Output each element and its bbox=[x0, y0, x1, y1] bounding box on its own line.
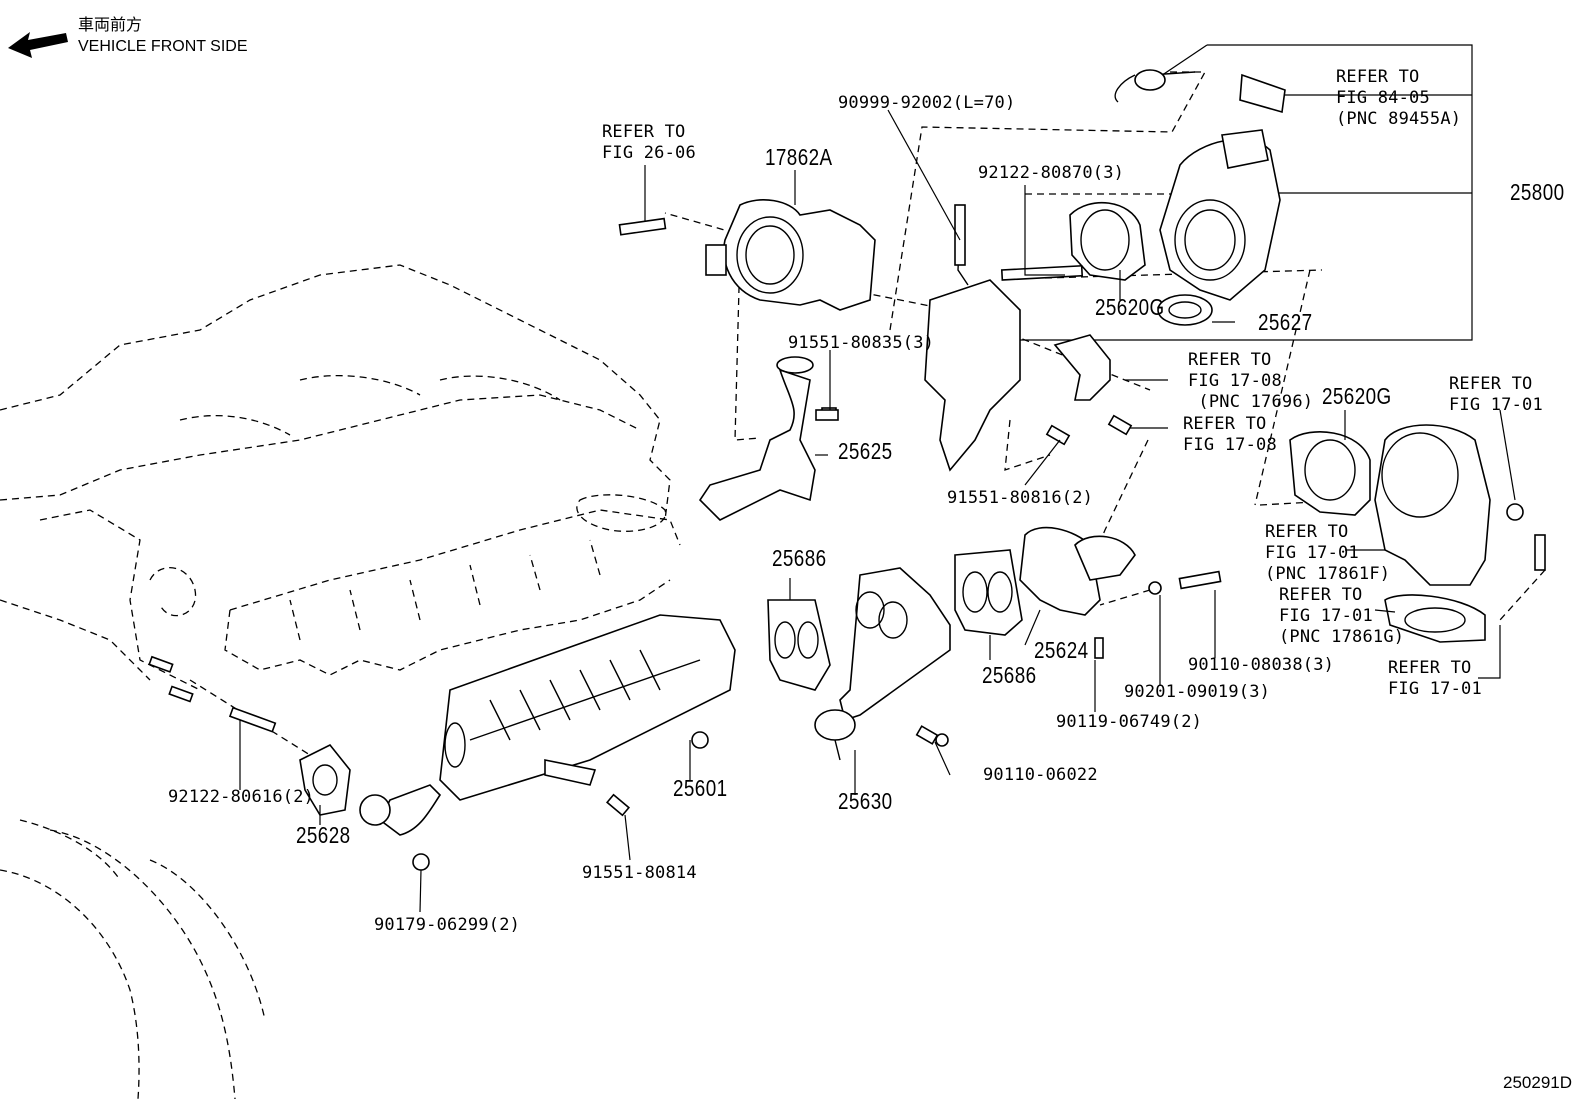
label-25628: 25628 bbox=[296, 822, 351, 848]
label-25686-a: 25686 bbox=[772, 545, 827, 571]
throttle-body-17862A bbox=[618, 199, 876, 311]
bolts bbox=[412, 409, 1222, 871]
label-90110-06022: 90110-06022 bbox=[983, 765, 1098, 785]
label-25624: 25624 bbox=[1034, 637, 1089, 663]
label-refer-17-08-a: REFER TO FIG 17-08 (PNC 17696) bbox=[1188, 350, 1314, 412]
label-90119-06749: 90119-06749(2) bbox=[1056, 712, 1203, 732]
label-refer-17-08-b: REFER TO FIG 17-08 bbox=[1183, 414, 1277, 455]
egr-valve-25630 bbox=[814, 567, 951, 761]
label-25625: 25625 bbox=[838, 438, 893, 464]
label-25620G-top: 25620G bbox=[1095, 294, 1165, 320]
label-25601: 25601 bbox=[673, 775, 728, 801]
label-90110-08038: 90110-08038(3) bbox=[1188, 655, 1335, 675]
label-17862A: 17862A bbox=[765, 144, 833, 170]
label-91551-80816: 91551-80816(2) bbox=[947, 488, 1094, 508]
label-25627: 25627 bbox=[1258, 309, 1313, 335]
label-25620G-right: 25620G bbox=[1322, 383, 1392, 409]
label-90179-06299: 90179-06299(2) bbox=[374, 915, 521, 935]
gasket-25627 bbox=[1157, 294, 1213, 326]
label-91551-80814: 91551-80814 bbox=[582, 863, 697, 883]
label-refer-17-01-d: REFER TO FIG 17-01 bbox=[1388, 658, 1482, 699]
gasket-25686-left bbox=[767, 599, 831, 691]
label-refer-26-06: REFER TO FIG 26-06 bbox=[602, 122, 696, 163]
label-refer-17-01-a: REFER TO FIG 17-01 bbox=[1449, 374, 1543, 415]
label-25686-b: 25686 bbox=[982, 662, 1037, 688]
label-92122-80616: 92122-80616(2) bbox=[168, 787, 315, 807]
header-japanese: 車両前方 bbox=[78, 17, 143, 34]
egr-valve-25800 bbox=[1114, 69, 1286, 301]
label-90999-92002: 90999-92002(L=70) bbox=[838, 93, 1016, 113]
label-25800: 25800 bbox=[1510, 179, 1565, 205]
header-english: VEHICLE FRONT SIDE bbox=[78, 38, 248, 55]
label-25630: 25630 bbox=[838, 788, 893, 814]
label-92122-80870: 92122-80870(3) bbox=[978, 163, 1125, 183]
gasket-25628 bbox=[148, 655, 351, 816]
egr-pipe-bracket bbox=[924, 204, 1111, 472]
gaskets-25624-25686 bbox=[954, 526, 1136, 636]
label-refer-17-01-c: REFER TO FIG 17-01 (PNC 17861G) bbox=[1279, 585, 1405, 647]
intake-flange-right bbox=[1289, 424, 1546, 643]
leader-lines bbox=[239, 109, 1516, 913]
front-arrow-icon bbox=[8, 32, 68, 58]
label-90201-09019: 90201-09019(3) bbox=[1124, 682, 1271, 702]
gasket-25620G-top bbox=[1069, 201, 1146, 281]
label-91551-80835: 91551-80835(3) bbox=[788, 333, 935, 353]
label-refer-17-01-b: REFER TO FIG 17-01 (PNC 17861F) bbox=[1265, 522, 1391, 584]
bracket-25625 bbox=[698, 356, 837, 521]
label-refer-84-05: REFER TO FIG 84-05 (PNC 89455A) bbox=[1336, 67, 1462, 129]
egr-cooler-25601 bbox=[359, 614, 736, 836]
figure-id: 250291D bbox=[1503, 1073, 1573, 1092]
engine-block-outline bbox=[0, 264, 681, 1099]
